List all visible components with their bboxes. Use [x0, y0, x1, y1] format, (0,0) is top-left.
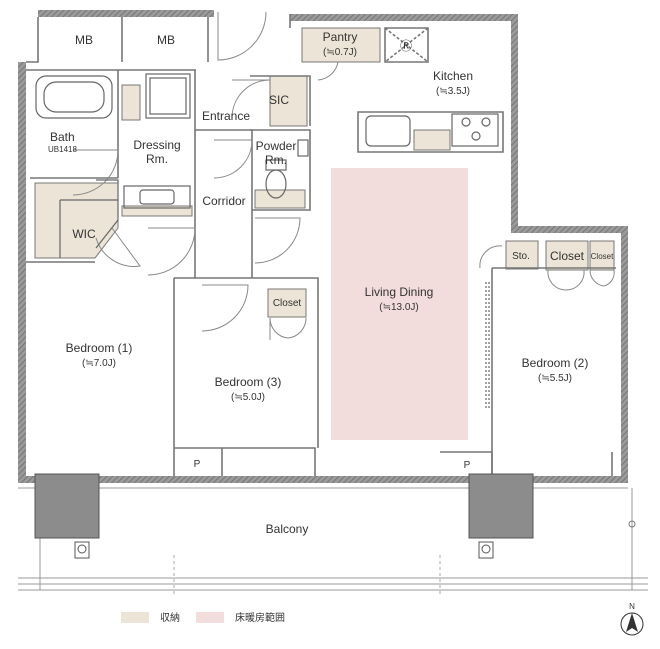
legend-storage-label: 収納: [160, 611, 180, 624]
drain-icon: [478, 541, 494, 559]
legend-floor-heating-label: 床暖房範囲: [235, 611, 285, 624]
label-bedroom-1: Bedroom (1): [66, 341, 133, 355]
door-swings: [72, 11, 615, 340]
room-labels: MB MB Pantry (≒0.7J) Ⓡ Kitchen (≒3.5J) E…: [48, 30, 614, 536]
fixtures: [35, 73, 499, 410]
label-pipe-space-2: P: [464, 460, 471, 471]
label-bedroom-3-size: (≒5.0J): [231, 392, 265, 403]
label-dressing-suffix: Rm.: [146, 152, 168, 166]
label-pantry: Pantry: [323, 30, 358, 44]
exterior-walls: [18, 10, 628, 483]
label-closet-bedroom2-a: Closet: [550, 249, 585, 263]
label-dressing: Dressing: [133, 138, 180, 152]
label-powder-suffix: Rm.: [265, 153, 287, 167]
label-bedroom-2: Bedroom (2): [522, 356, 589, 370]
label-sic: SIC: [269, 93, 289, 107]
label-entrance: Entrance: [202, 109, 250, 123]
label-pipe-space-1: P: [194, 459, 201, 470]
interior-walls: [26, 14, 616, 476]
label-powder: Powder: [256, 139, 297, 153]
stove-burner-icon: [461, 117, 471, 127]
outdoor-unit: [34, 473, 100, 539]
label-kitchen: Kitchen: [433, 69, 473, 83]
label-closet-bedroom2-b: Closet: [591, 252, 614, 261]
label-bedroom-2-size: (≒5.5J): [538, 373, 572, 384]
label-living-dining: Living Dining: [365, 285, 434, 299]
label-mb-1: MB: [75, 33, 93, 47]
label-bedroom-1-size: (≒7.0J): [82, 358, 116, 369]
balcony-area: [18, 473, 648, 595]
storage-areas: [34, 27, 615, 318]
label-wic: WIC: [72, 227, 96, 241]
label-bath-model: UB1418: [48, 145, 77, 154]
kitchen-sink: [365, 115, 411, 147]
label-living-dining-size: (≒13.0J): [379, 302, 419, 313]
legend-floor-heating-swatch: [196, 612, 224, 623]
label-balcony: Balcony: [266, 522, 309, 536]
drain-icon: [74, 541, 90, 559]
refrigerator-icon: Ⓡ: [400, 39, 412, 53]
label-closet-bedroom3: Closet: [273, 298, 302, 309]
outdoor-unit: [468, 473, 534, 539]
legend: 収納 床暖房範囲: [121, 611, 285, 624]
compass-icon: N: [620, 602, 644, 636]
bathtub: [35, 75, 113, 119]
floor-heating-area: [331, 168, 468, 440]
label-kitchen-size: (≒3.5J): [436, 86, 470, 97]
label-pantry-size: (≒0.7J): [323, 47, 357, 58]
compass-north-label: N: [629, 602, 635, 611]
label-mb-2: MB: [157, 33, 175, 47]
washing-machine: [145, 73, 191, 119]
label-corridor: Corridor: [202, 194, 245, 208]
legend-storage-swatch: [121, 612, 149, 623]
label-bedroom-3: Bedroom (3): [215, 375, 282, 389]
label-bath: Bath: [50, 130, 75, 144]
label-storage: Sto.: [512, 251, 530, 262]
vanity-unit: [123, 185, 191, 209]
